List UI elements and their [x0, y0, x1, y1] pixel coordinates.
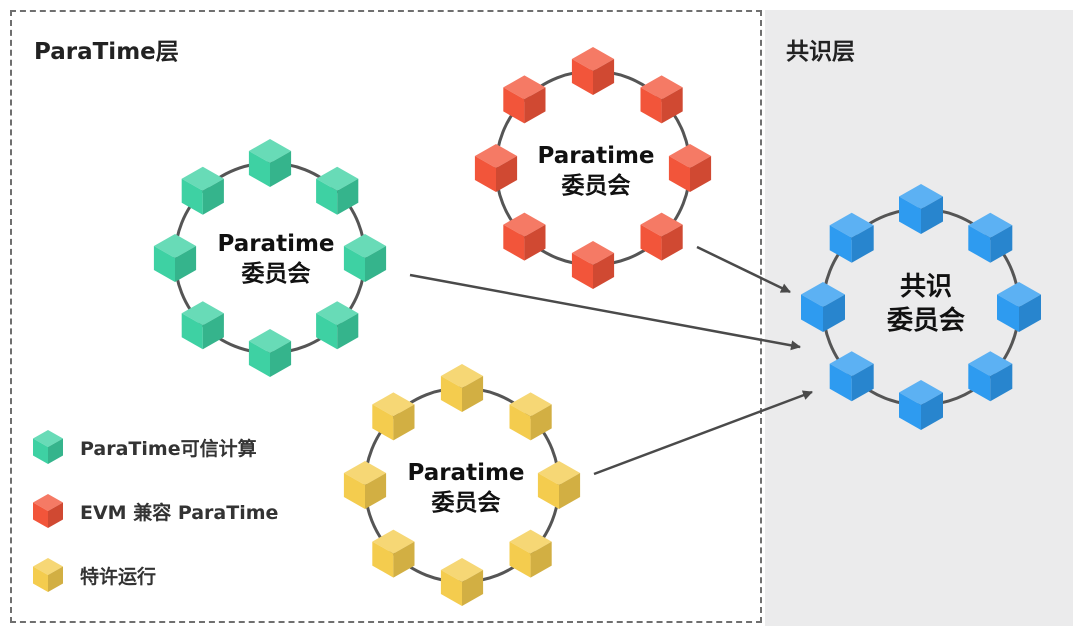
cube-icon — [829, 212, 874, 263]
cube-icon — [440, 558, 484, 606]
cube-icon — [968, 351, 1013, 402]
cube-icon — [571, 241, 615, 289]
consensus-committee-label-line1: 共识 — [899, 272, 952, 302]
paratime-layer-panel — [10, 10, 762, 623]
legend-item-permissioned: 特许运行 — [30, 555, 156, 595]
legend-item-trusted-compute: ParaTime可信计算 — [30, 427, 257, 467]
cube-icon — [33, 430, 63, 464]
consensus-committee-label-line2: 委员会 — [886, 305, 965, 336]
cube-icon — [899, 184, 943, 234]
cube-icon — [503, 75, 546, 124]
cube-icon — [474, 144, 518, 192]
arrows — [409, 245, 813, 476]
legend-item-evm-compatible: EVM 兼容 ParaTime — [30, 491, 278, 531]
green-paratime-committee — [153, 139, 387, 377]
cube-icon — [829, 351, 874, 402]
green-committee-label: Paratime 委员会 — [176, 230, 376, 290]
cube-icon — [343, 234, 387, 282]
yellow-committee-label: Paratime 委员会 — [366, 459, 566, 519]
yellow-committee-label-line1: Paratime — [407, 460, 525, 486]
cube-icon — [509, 529, 552, 578]
cube-icon — [248, 329, 292, 377]
cube-icon — [316, 301, 359, 350]
cube-icon — [968, 212, 1013, 263]
cube-icon — [372, 392, 415, 441]
cube-icon — [316, 166, 359, 215]
cube-icon — [440, 364, 484, 412]
cube-icon — [33, 494, 63, 528]
cube-icon — [33, 558, 63, 592]
consensus-layer-title: 共识层 — [786, 39, 855, 65]
cube-icon — [509, 392, 552, 441]
red-committee-label-line2: 委员会 — [561, 172, 631, 199]
cube-icon — [33, 558, 63, 592]
cube-icon — [372, 529, 415, 578]
yellow-committee-label-line2: 委员会 — [431, 489, 501, 516]
cube-icon — [668, 144, 712, 192]
legend-label: 特许运行 — [80, 565, 157, 588]
cube-icon — [181, 166, 224, 215]
committee-rings — [153, 47, 1041, 606]
cube-icon — [248, 139, 292, 187]
cube-icon — [343, 461, 387, 509]
cube-icon — [181, 301, 224, 350]
cube-icon — [537, 461, 581, 509]
red-committee-label: Paratime 委员会 — [496, 142, 696, 202]
cube-icon — [640, 212, 683, 261]
cube-icon — [503, 212, 546, 261]
legend-label: ParaTime可信计算 — [80, 437, 257, 460]
cube-icon — [153, 234, 197, 282]
red-committee-label-line1: Paratime — [537, 143, 655, 169]
cube-icon — [640, 75, 683, 124]
paratime-layer-title: ParaTime层 — [34, 39, 179, 65]
cube-icon — [899, 380, 943, 430]
green-to-consensus-arrow — [409, 273, 801, 351]
cube-icon — [33, 494, 63, 528]
cube-icon — [571, 47, 615, 95]
cube-icon — [801, 282, 845, 332]
red-to-consensus-arrow — [696, 245, 791, 294]
green-committee-label-line2: 委员会 — [241, 260, 311, 287]
legend-label: EVM 兼容 ParaTime — [80, 501, 279, 524]
yellow-paratime-committee — [343, 364, 581, 606]
green-committee-label-line1: Paratime — [217, 231, 335, 257]
red-paratime-committee — [474, 47, 712, 289]
cube-icon — [997, 282, 1041, 332]
consensus-committee-label: 共识 委员会 — [826, 271, 1026, 339]
yellow-to-consensus-arrow — [593, 390, 813, 476]
cube-icon — [33, 430, 63, 464]
consensus-committee — [801, 184, 1041, 430]
